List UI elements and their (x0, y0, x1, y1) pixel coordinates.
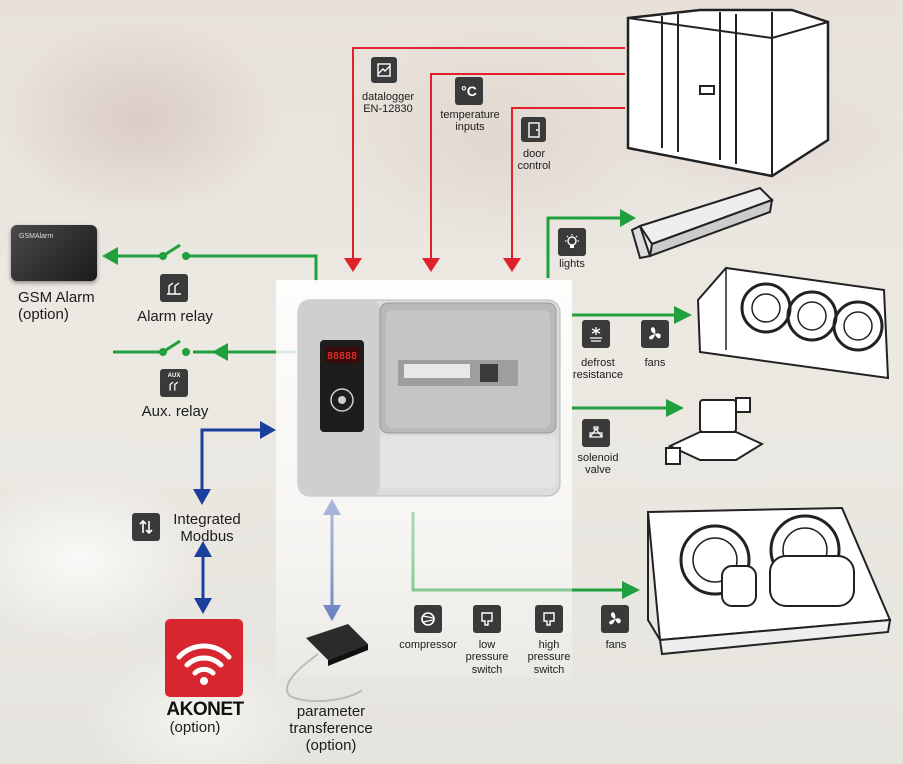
modbus-line (200, 428, 262, 490)
lightbulb-icon (558, 228, 586, 256)
defrost-icon (582, 320, 610, 348)
akonet-option-label: (option) (169, 719, 221, 736)
wifi-icon (176, 643, 232, 685)
lights-line (546, 216, 620, 278)
solenoid-icon (582, 419, 610, 447)
door-arrow (503, 258, 521, 272)
temperature-icon: °C (455, 77, 483, 105)
fans-bottom-label: fans (605, 639, 627, 651)
compressor-label: compressor (399, 639, 457, 651)
temperature-arrow (422, 258, 440, 272)
aux-relay-label: Aux. relay (141, 403, 209, 420)
gsm-screen-text: GSMAlarm (19, 233, 54, 240)
compressor-icon (414, 605, 442, 633)
temperature-line (430, 73, 625, 258)
lights-label: lights (559, 258, 585, 270)
datalogger-arrow (344, 258, 362, 272)
controller-display: 88888 (327, 351, 357, 362)
alarm-relay-line (185, 254, 318, 282)
low-pressure-switch-icon (473, 605, 501, 633)
door-icon (521, 117, 546, 142)
fan-icon (641, 320, 669, 348)
datalogger-line (352, 47, 625, 258)
high-pressure-switch-icon (535, 605, 563, 633)
datalogger-icon (371, 57, 397, 83)
red-input-lines (352, 47, 625, 258)
alarm-relay-label: Alarm relay (137, 308, 213, 325)
alarm-relay-icon (160, 274, 188, 302)
fans-top-label: fans (644, 357, 666, 369)
fan-icon-bottom (601, 605, 629, 633)
akonet-brand-label: AKONET (166, 699, 244, 720)
gsm-alarm-label: GSM Alarm(option) (18, 289, 95, 323)
door-line (511, 107, 625, 258)
aux-relay-icon: AUX (160, 369, 188, 397)
gsm-alarm-device: GSMAlarm (11, 225, 97, 281)
akonet-logo (165, 619, 243, 697)
modbus-icon (132, 513, 160, 541)
